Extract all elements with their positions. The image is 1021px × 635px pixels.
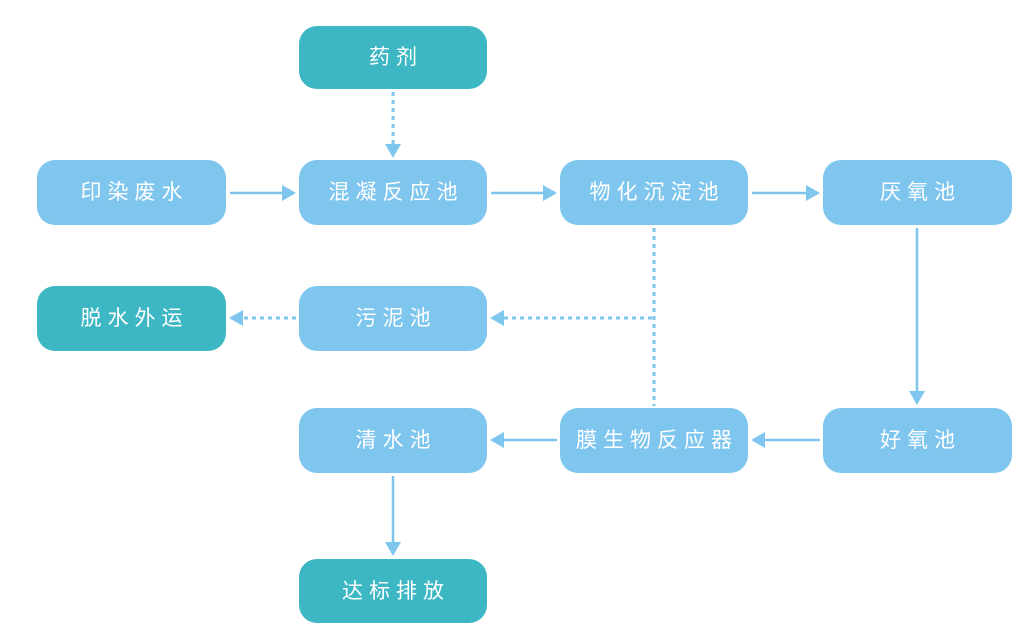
node-anaerobic-tank-label: 厌氧池: [880, 181, 961, 204]
node-sludge-tank-label: 污泥池: [355, 307, 437, 330]
node-discharge-up-to-standard-label: 达标排放: [342, 579, 450, 603]
node-anaerobic-tank: 厌氧池: [823, 160, 1012, 225]
node-clean-water-tank-label: 清水池: [355, 429, 437, 452]
node-coagulation-reaction-tank: 混凝反应池: [299, 160, 487, 225]
node-chemical-agent-label: 药剂: [369, 46, 423, 69]
node-sludge-tank: 污泥池: [299, 286, 487, 351]
node-membrane-bioreactor: 膜生物反应器: [560, 408, 748, 473]
node-dewatering-and-outward-transport: 脱水外运: [37, 286, 226, 351]
node-dyeing-wastewater-label: 印染废水: [80, 181, 189, 204]
node-aerobic-tank: 好氧池: [823, 408, 1012, 473]
node-physicochemical-sedimentation-tank-label: 物化沉淀池: [589, 181, 725, 204]
node-aerobic-tank-label: 好氧池: [880, 429, 961, 452]
node-chemical-agent: 药剂: [299, 26, 487, 89]
node-physicochemical-sedimentation-tank: 物化沉淀池: [560, 160, 748, 225]
node-clean-water-tank: 清水池: [299, 408, 487, 473]
node-dyeing-wastewater: 印染废水: [37, 160, 226, 225]
node-dewatering-and-outward-transport-label: 脱水外运: [80, 307, 189, 330]
node-membrane-bioreactor-label: 膜生物反应器: [576, 429, 738, 452]
node-coagulation-reaction-tank-label: 混凝反应池: [328, 181, 464, 204]
node-discharge-up-to-standard: 达标排放: [299, 559, 487, 623]
